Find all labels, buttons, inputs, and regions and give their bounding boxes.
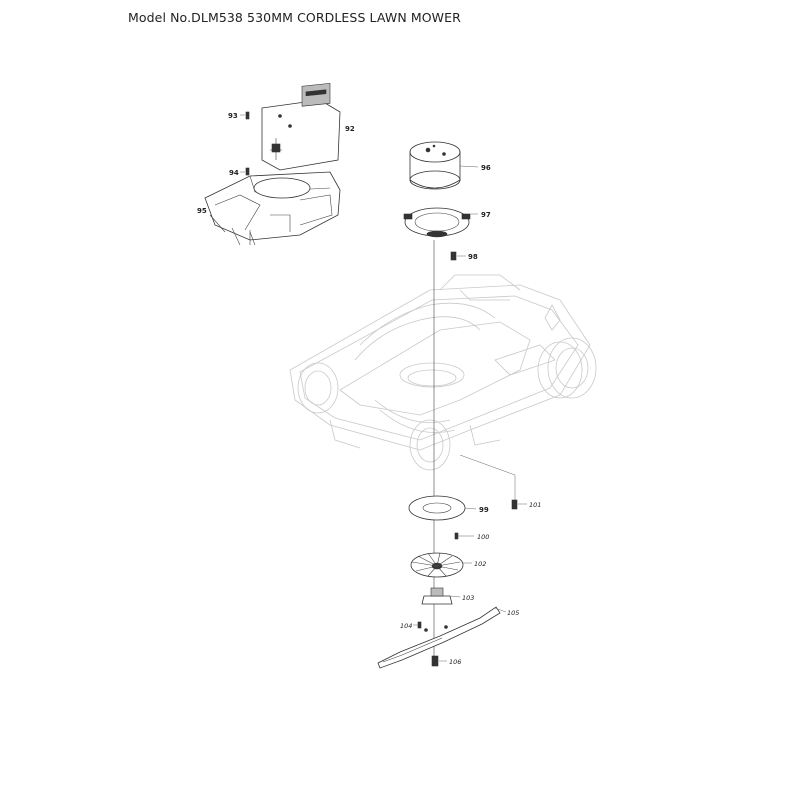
screw-104 <box>417 621 422 629</box>
screw-98 <box>450 251 457 261</box>
screw-101 <box>511 499 518 510</box>
motor-plate-97 <box>403 207 478 238</box>
part-label-101: 101 <box>529 501 541 509</box>
part-label-96: 96 <box>481 164 491 172</box>
page-title: Model No.DLM538 530MM CORDLESS LAWN MOWE… <box>128 10 461 25</box>
part-label-99: 99 <box>479 506 489 514</box>
part-label-105: 105 <box>507 609 519 617</box>
controller-assembly <box>261 82 341 171</box>
part-label-100: 100 <box>477 533 489 541</box>
part-label-103: 103 <box>462 594 474 602</box>
bolt-106 <box>431 655 439 667</box>
part-label-104: 104 <box>400 622 412 630</box>
screw-94 <box>245 167 250 176</box>
blade-105 <box>377 606 507 669</box>
part-label-98: 98 <box>468 253 478 261</box>
blade-adapter-103 <box>421 587 461 605</box>
leader-line-101 <box>459 454 516 476</box>
part-label-95: 95 <box>197 207 207 215</box>
part-label-102: 102 <box>474 560 486 568</box>
mower-deck-ghost <box>289 274 597 471</box>
part-label-106: 106 <box>449 658 461 666</box>
screw-100 <box>454 532 459 540</box>
part-label-92: 92 <box>345 125 355 133</box>
part-label-94: 94 <box>229 169 239 177</box>
part-label-97: 97 <box>481 211 491 219</box>
part-label-93: 93 <box>228 112 238 120</box>
ring-99 <box>408 495 477 521</box>
screw-93 <box>245 111 250 120</box>
fan-102 <box>410 552 472 578</box>
motor-96 <box>409 141 479 190</box>
motor-housing-95 <box>204 171 341 246</box>
